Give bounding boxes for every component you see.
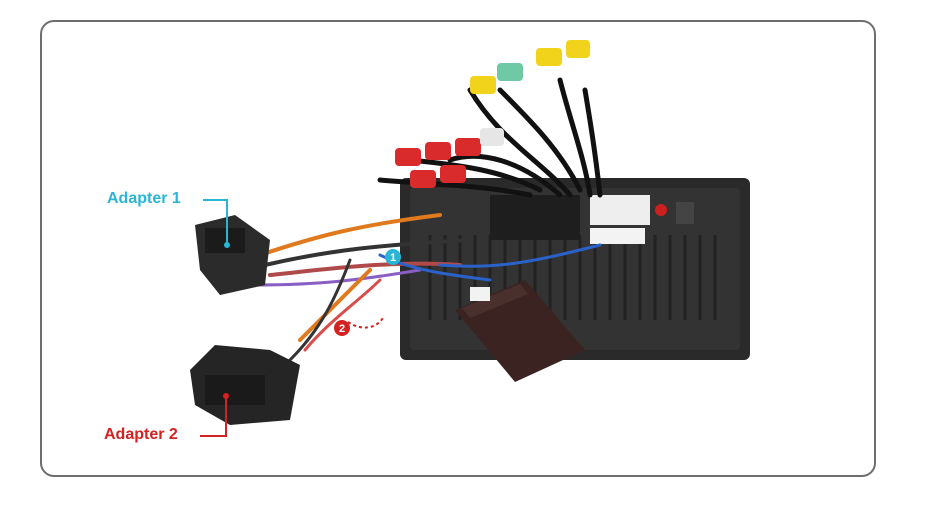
- svg-text:1: 1: [390, 252, 396, 264]
- canbus-decoder-box: [455, 280, 585, 382]
- callout-lines: [200, 199, 384, 437]
- head-unit: [400, 178, 750, 360]
- svg-text:2: 2: [339, 323, 345, 335]
- marker-2: 2: [334, 320, 350, 336]
- adapter-1-connector: [195, 215, 270, 295]
- marker-1: 1: [385, 249, 401, 265]
- adapter-2-connector: [190, 345, 300, 425]
- adapter-2-label: Adapter 2: [104, 426, 178, 443]
- adapter-1-label: Adapter 1: [107, 190, 181, 207]
- rca-connectors: [395, 40, 590, 188]
